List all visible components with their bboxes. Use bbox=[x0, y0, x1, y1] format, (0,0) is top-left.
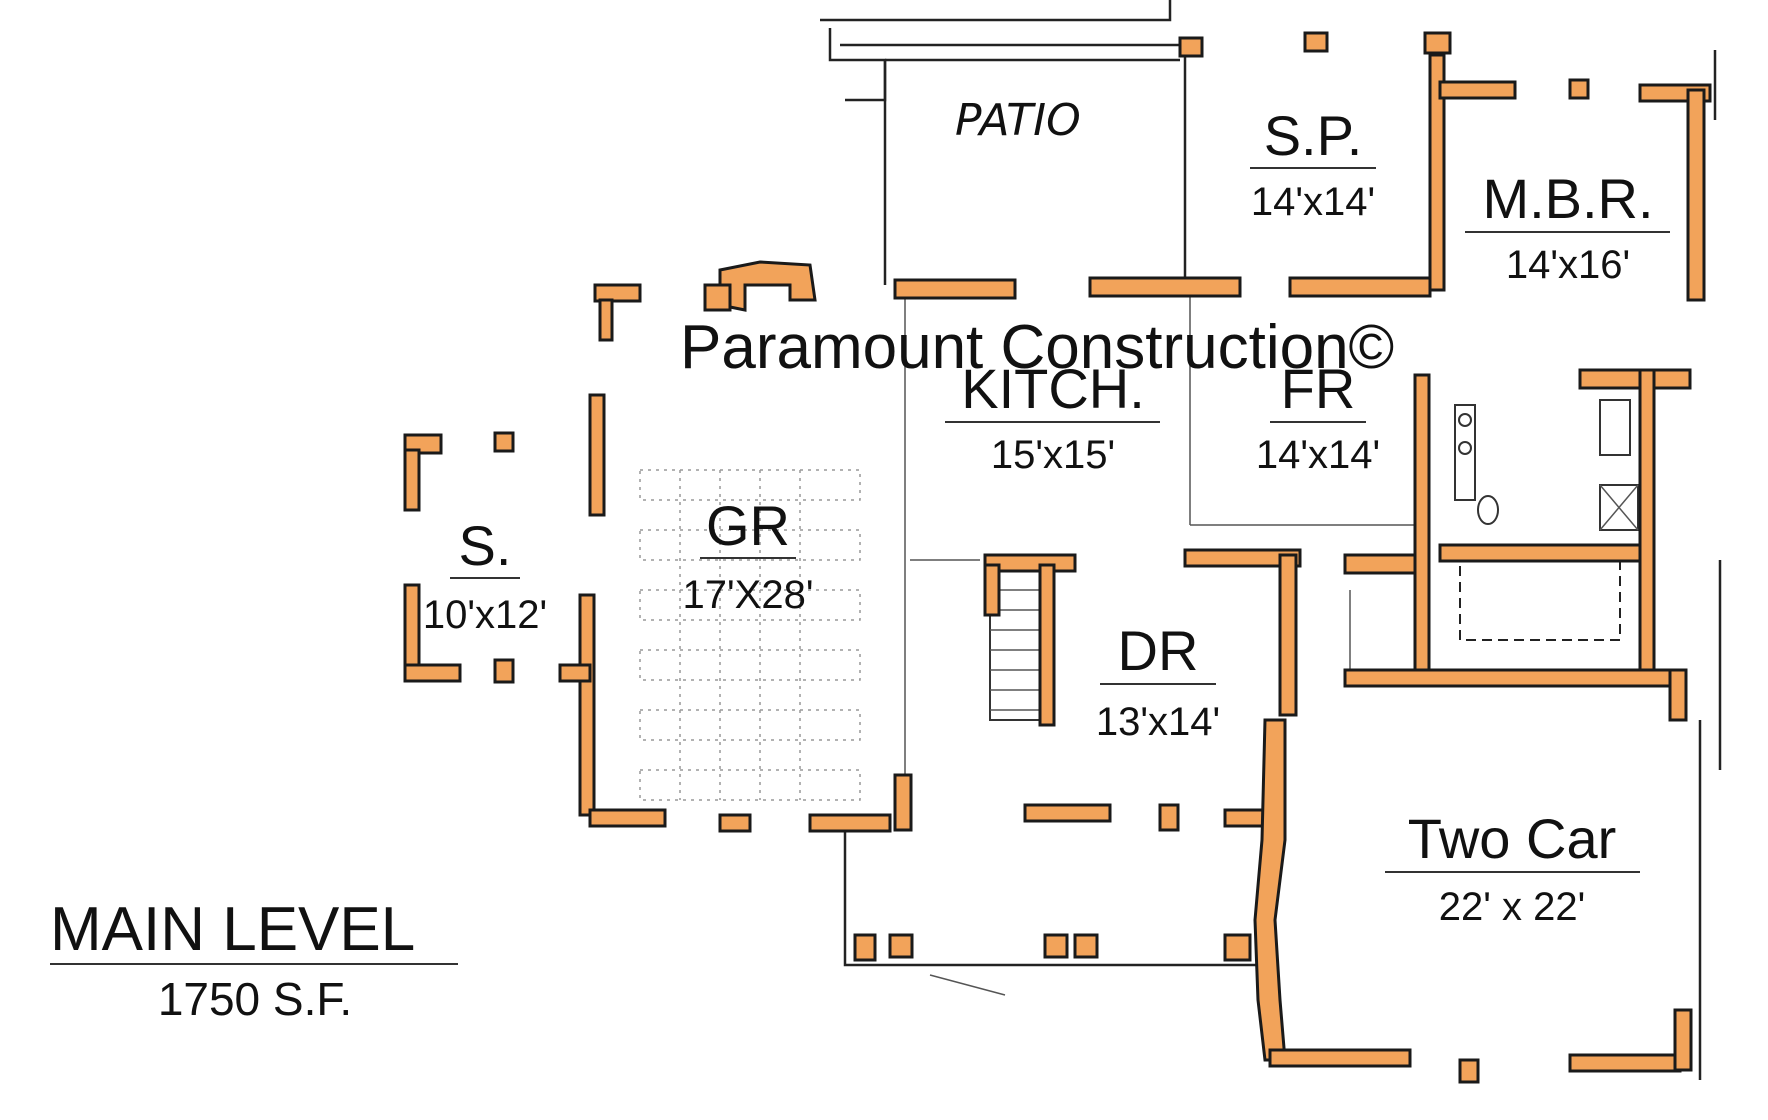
room-fr-name: FR bbox=[1281, 357, 1356, 420]
room-garage-name: Two Car bbox=[1408, 807, 1617, 870]
room-fr-dims: 14'x14' bbox=[1256, 433, 1380, 477]
patio-label: PATIO bbox=[955, 95, 1081, 146]
room-dr-dims: 13'x14' bbox=[1096, 700, 1220, 744]
fixtures bbox=[1454, 399, 1639, 531]
room-sp-dims: 14'x14' bbox=[1251, 180, 1375, 224]
room-dr-name: DR bbox=[1118, 619, 1199, 682]
room-mbr-dims: 14'x16' bbox=[1506, 243, 1630, 287]
walls bbox=[403, 31, 1712, 1084]
room-gr-dims: 17'X28' bbox=[683, 573, 814, 617]
level-area: 1750 S.F. bbox=[158, 973, 352, 1025]
watermark-text: Paramount Construction© bbox=[680, 313, 1394, 382]
great-room-ceiling-grid bbox=[639, 469, 861, 801]
room-labels: PATIO S.P. 14'x14' M.B.R. 14'x16' KITCH.… bbox=[423, 95, 1670, 929]
room-sp-name: S.P. bbox=[1264, 104, 1363, 167]
room-kitchen-name: KITCH. bbox=[961, 357, 1145, 420]
room-kitchen-dims: 15'x15' bbox=[991, 433, 1115, 477]
level-title: MAIN LEVEL bbox=[50, 895, 415, 964]
room-mbr-name: M.B.R. bbox=[1482, 167, 1653, 230]
room-s-name: S. bbox=[459, 514, 512, 577]
level-title-block: MAIN LEVEL 1750 S.F. bbox=[50, 895, 458, 1025]
outline-lines bbox=[820, 0, 1722, 1080]
room-garage-dims: 22' x 22' bbox=[1439, 885, 1585, 929]
room-gr-name: GR bbox=[706, 494, 790, 557]
room-s-dims: 10'x12' bbox=[423, 593, 547, 637]
